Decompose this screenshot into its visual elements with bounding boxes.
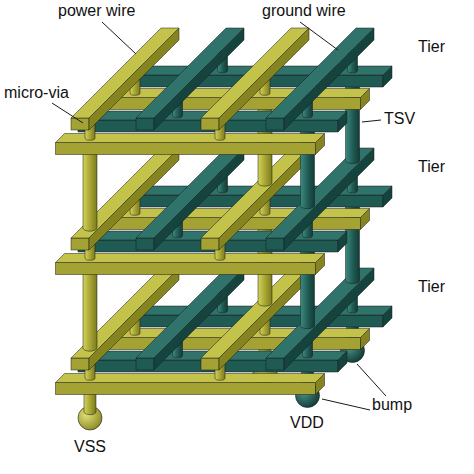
wire-face [136,118,154,130]
signal-name: VSS [74,438,106,456]
wire-face [284,268,374,370]
cylinder-body [83,150,97,231]
part-label: bump [372,396,412,414]
part-label: micro-via [4,84,69,102]
leader-line [357,364,386,396]
wire-face [56,383,316,395]
wire-face [266,28,374,118]
wire-face [71,238,89,250]
leader-line [362,120,381,122]
ground-wire [266,28,374,130]
wire-face [71,358,89,370]
ground-wire [266,268,374,370]
ground-wire [266,148,374,250]
part-label: power wire [58,2,135,20]
leaders [52,22,386,410]
wire-face [56,263,316,275]
part-label: ground wire [262,2,346,20]
wire-face [71,118,89,130]
structure [56,28,393,430]
tsv [83,267,97,351]
cylinder-body [83,270,97,351]
wire-face [56,143,316,155]
leader-line [52,103,83,123]
wire-face [201,118,219,130]
wire-face [266,358,284,370]
power-wire [56,374,325,395]
wire-face [266,118,284,130]
wire-face [56,254,325,263]
wire-face [136,238,154,250]
wire-face [201,238,219,250]
wire-face [284,148,374,250]
signal-name: VDD [290,414,324,432]
tier-label: Tier [418,38,445,56]
tsv [83,147,97,231]
leader-line [300,22,338,50]
power-wire [56,254,325,275]
wire-face [266,238,284,250]
tier-label: Tier [418,158,445,176]
power-wire [56,134,325,155]
part-label: TSV [384,110,415,128]
wire-face [56,134,325,143]
tier-label: Tier [418,278,445,296]
leader-line [322,399,370,410]
wire-face [136,358,154,370]
leader-line [102,22,136,54]
wire-face [201,358,219,370]
wire-face [56,374,325,383]
